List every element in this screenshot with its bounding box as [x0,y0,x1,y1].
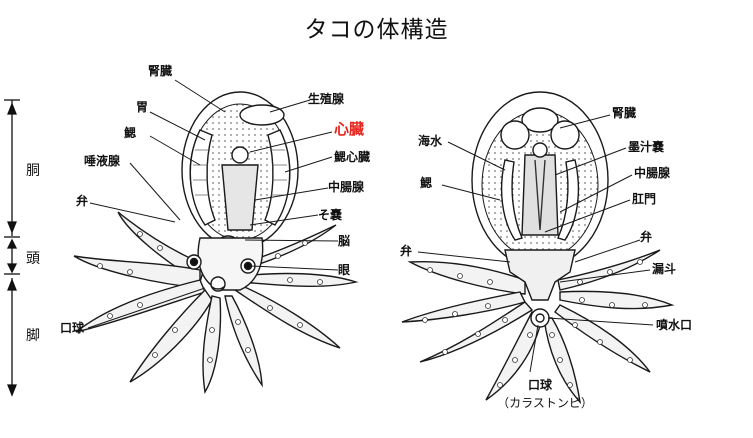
label-midgut-gland-left: 中腸腺 [328,180,365,194]
head-region-arrow [4,236,20,275]
right-leader-lines [417,114,654,373]
label-valve-right-2: 弁 [640,230,653,244]
body-region-arrow [4,99,20,236]
label-eye: 眼 [338,263,351,277]
label-heart: 心臓 [334,120,365,138]
left-suckers [97,231,323,363]
label-buccal-mass-left: 口球 [60,321,85,335]
label-stomach: 胃 [136,100,149,114]
label-kidney-right: 腎臓 [612,106,637,120]
label-anus: 肛門 [632,192,657,206]
label-buccal-mass-right: 口球 [527,378,552,392]
label-salivary-gland: 唾液腺 [84,154,121,168]
label-body-region: 胴 [26,163,40,179]
arms-region-arrow [7,278,17,397]
label-beak: （カラストンビ） [497,396,593,410]
label-ink-sac: 墨汁嚢 [628,140,665,154]
label-branchial-heart: 鰓心臓 [334,150,371,164]
label-kidney-left: 腎臓 [148,64,173,78]
right-octopus [401,91,675,405]
label-water-outlet: 噴水口 [656,318,693,332]
right-suckers [422,259,648,388]
label-valve-left: 弁 [76,194,89,208]
label-brain: 脳 [338,234,351,248]
diagram-title: タコの体構造 [304,17,449,43]
label-seawater: 海水 [418,134,443,148]
label-arms-region: 脚 [26,328,40,344]
label-gill-right: 鰓 [420,176,433,190]
label-funnel: 漏斗 [652,262,677,276]
label-head-region: 頭 [26,251,40,267]
label-midgut-gland-right: 中腸腺 [634,166,671,180]
left-octopus [73,91,359,395]
label-crop: そ嚢 [318,208,343,222]
left-gill-l [189,129,216,226]
label-gill-left: 鰓 [124,126,137,140]
label-gonad: 生殖腺 [308,92,345,106]
label-valve-right: 弁 [400,244,413,258]
left-leader-lines [87,79,339,329]
